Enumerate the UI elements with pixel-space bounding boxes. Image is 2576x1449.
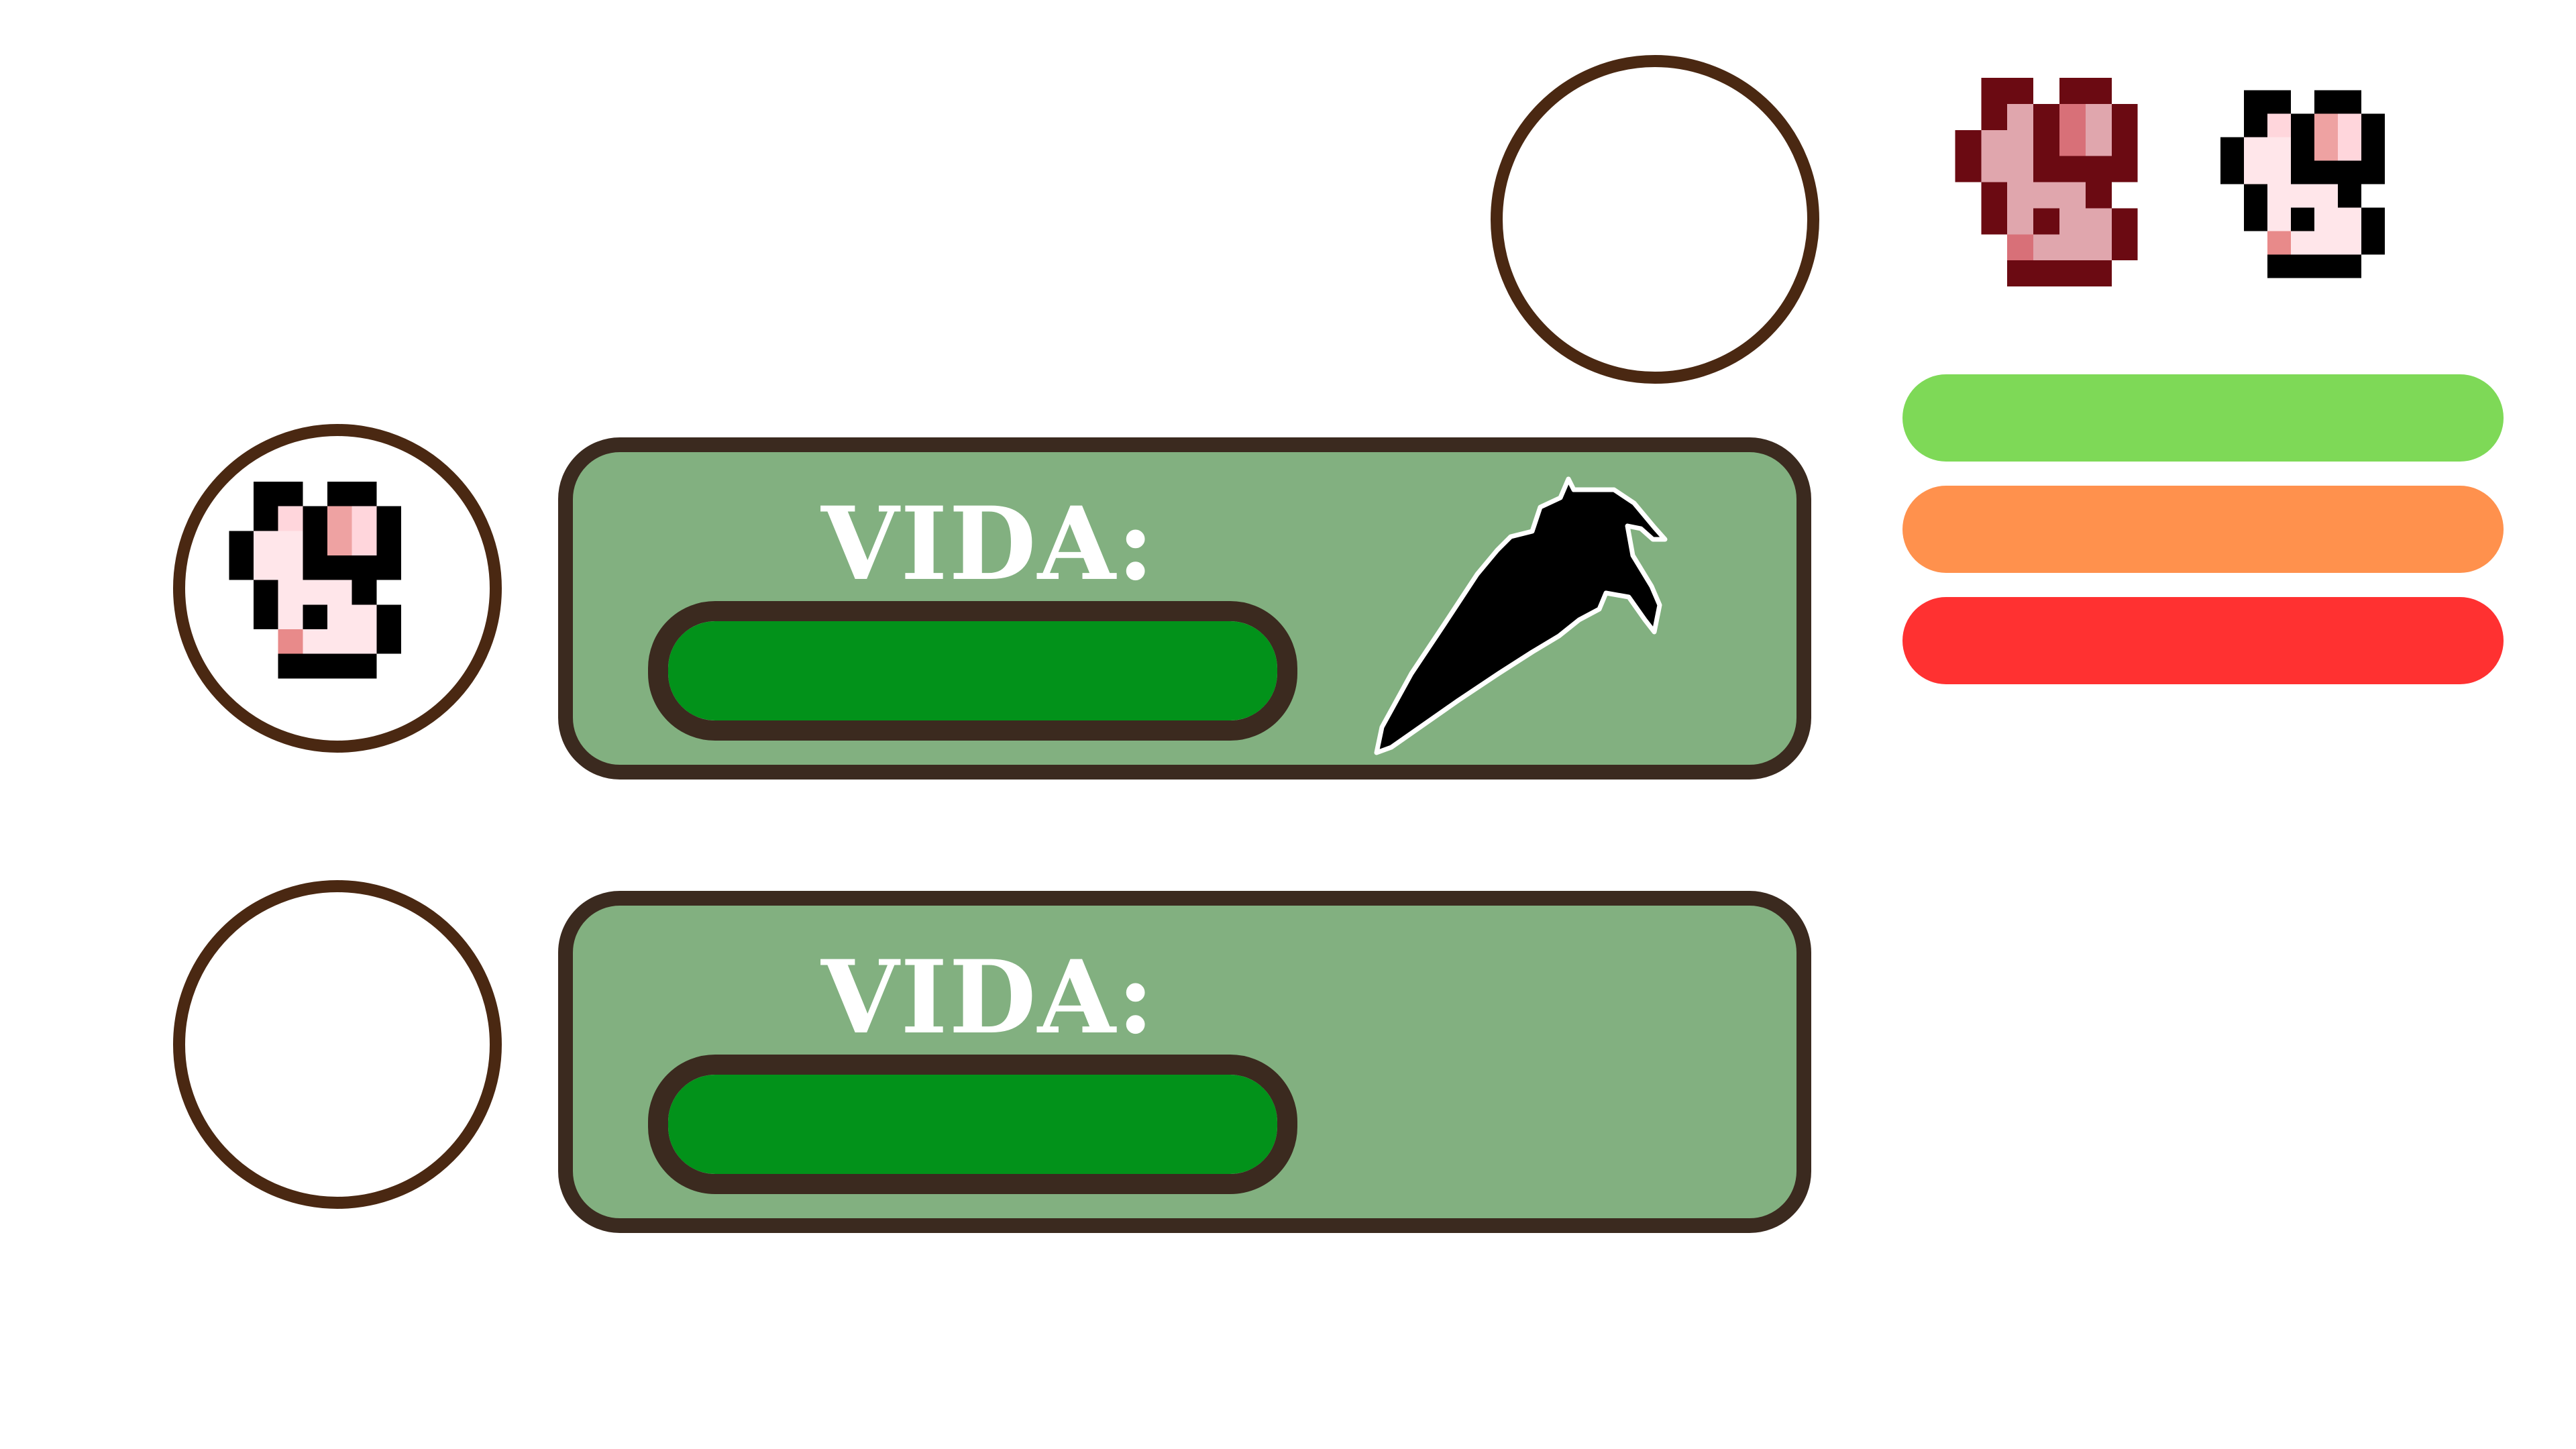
paw-icon <box>229 482 401 679</box>
player-2-status-panel: VIDA: <box>558 891 1811 1233</box>
player-2-portrait <box>173 880 502 1209</box>
carrot-icon <box>1374 476 1668 755</box>
player-1-health-label: VIDA: <box>821 485 1156 603</box>
player-2-health-fill <box>668 1075 1277 1174</box>
health-color-low-swatch <box>1902 597 2504 684</box>
empty-portrait-top <box>1491 55 1819 384</box>
player-2-health-bar <box>648 1055 1297 1194</box>
health-color-full-swatch <box>1902 374 2504 462</box>
player-1-status-panel: VIDA: <box>558 437 1811 780</box>
player-1-portrait <box>173 424 502 753</box>
player-2-health-label: VIDA: <box>821 938 1156 1057</box>
player-1-health-fill <box>668 621 1277 720</box>
health-color-medium-swatch <box>1902 486 2504 573</box>
paw-light-icon <box>2220 90 2385 278</box>
player-1-health-bar <box>648 601 1297 741</box>
paw-dark-icon <box>1955 78 2138 287</box>
